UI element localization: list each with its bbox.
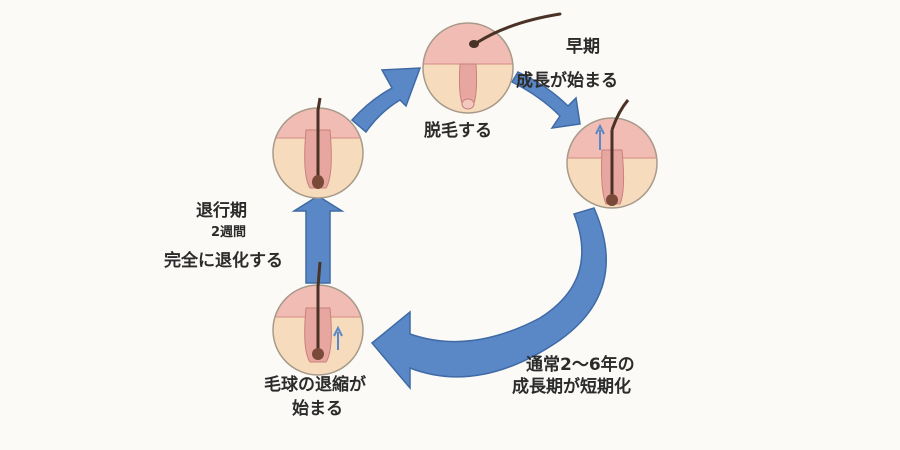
label-regression-duration: 2週間 (211, 225, 247, 240)
label-growth-line2: 成長期が短期化 (512, 377, 631, 397)
arrow-bottom-to-left (291, 195, 345, 284)
label-bulb-line1: 毛球の退縮が (264, 375, 366, 395)
label-early-caption: 成長が始まる (516, 71, 618, 91)
label-bulb-line2: 始まる (292, 399, 343, 419)
stage-shedding-circle (422, 12, 562, 114)
stage-regression-circle (272, 97, 364, 199)
arrow-growth-to-catagen (370, 207, 607, 391)
arrow-top-to-right (510, 71, 581, 129)
label-shedding: 脱毛する (424, 121, 492, 141)
label-regression-caption: 完全に退化する (164, 251, 283, 271)
stage-early-growth-circle (566, 99, 658, 209)
cycle-arrows (291, 67, 607, 391)
label-growth-line1: 通常2〜6年の (526, 355, 635, 375)
label-early-title: 早期 (566, 37, 600, 57)
arrow-left-to-top (350, 67, 422, 134)
label-regression-title: 退行期 (196, 201, 247, 221)
stage-bulb-shrink-circle (272, 261, 364, 376)
